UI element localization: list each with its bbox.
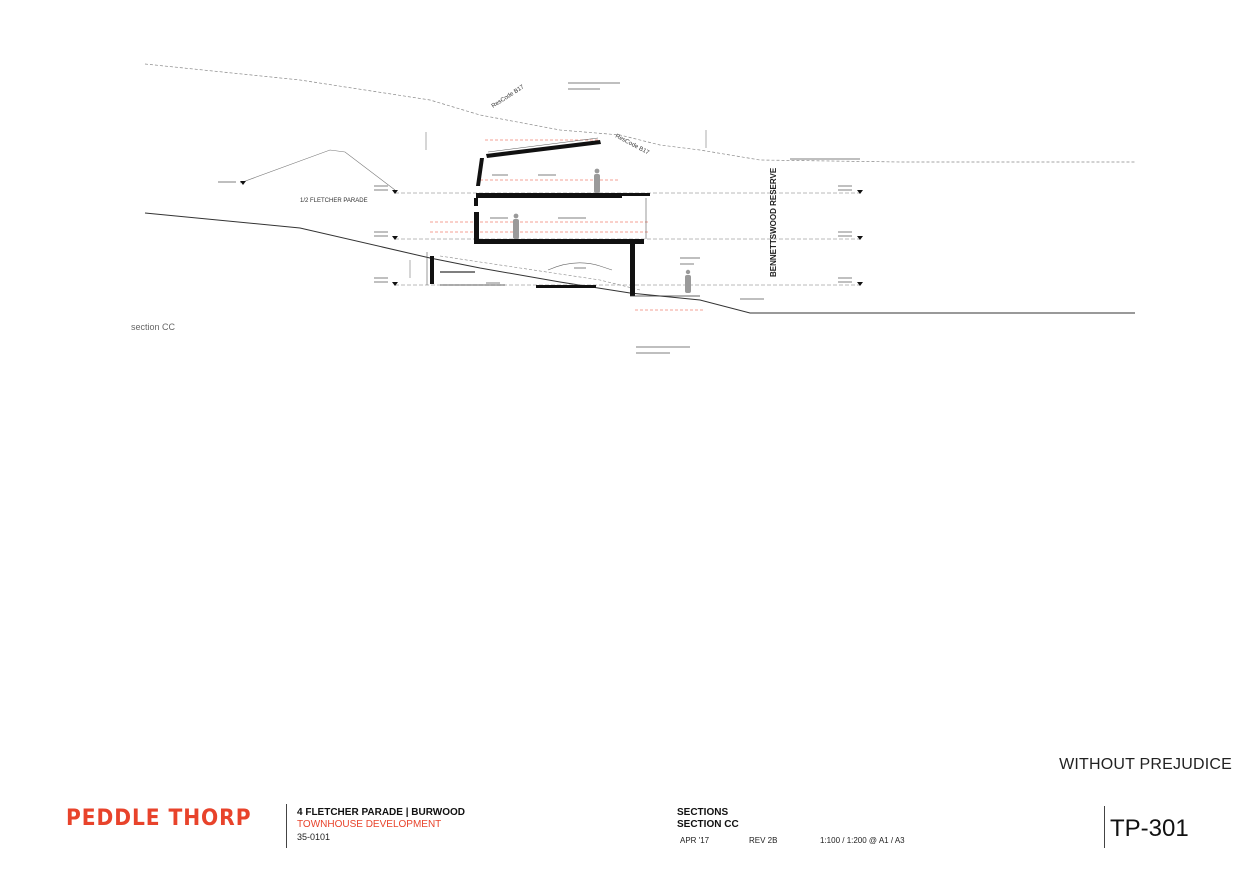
company-logo: PEDDLE THORP (66, 806, 252, 831)
title-divider (286, 804, 287, 848)
vertical-annotations (409, 130, 707, 278)
sheet-number: TP-301 (1110, 815, 1189, 842)
level-1-slab (474, 239, 644, 244)
upper-wall (476, 158, 484, 186)
revision: REV 2B (749, 836, 778, 845)
level-2-slab-end (622, 193, 650, 196)
sheet-title: SECTIONS (677, 807, 729, 818)
without-prejudice-stamp: WITHOUT PREJUDICE (1059, 756, 1232, 773)
roof-slab (486, 140, 601, 158)
street-label: 1/2 FLETCHER PARADE (300, 198, 368, 204)
ground-slab (536, 285, 596, 288)
illegible-annotations (218, 82, 860, 354)
sheet-number-divider (1104, 806, 1105, 848)
rescode-label: ResCode B17 (614, 133, 650, 156)
upper-wall-lower (474, 198, 478, 206)
project-number: 35-0101 (297, 832, 331, 842)
sheet-info: SECTIONS SECTION CC (677, 807, 739, 831)
human-figure (594, 168, 600, 193)
reserve-label: BENNETTSWOOD RESERVE (769, 167, 778, 277)
section-drawing: 1/2 FLETCHER PARADE ResCode B17 ResCode … (144, 63, 1135, 354)
left-mound (239, 149, 396, 191)
level-marker-right (857, 190, 863, 286)
project-info: 4 FLETCHER PARADE | BURWOOD TOWNHOUSE DE… (297, 807, 465, 843)
section-caption: section CC (131, 322, 176, 332)
level-2-slab (476, 193, 622, 198)
drawing-scale: 1:100 / 1:200 @ A1 / A3 (820, 836, 905, 845)
level-1-left-wall (474, 212, 479, 244)
roof-edge (487, 137, 599, 153)
car-outline (547, 262, 613, 271)
ground-line (144, 212, 1135, 314)
ground-right-wall (630, 244, 635, 296)
sheet-subtitle: SECTION CC (677, 819, 739, 830)
rescode-label: ResCode B17 (491, 84, 526, 110)
project-title: 4 FLETCHER PARADE | BURWOOD (297, 807, 465, 818)
level-marker-left (240, 181, 398, 286)
human-figure (513, 213, 519, 239)
issue-date: APR '17 (680, 836, 710, 845)
upper-dashed-profile (144, 63, 1135, 163)
project-subtitle: TOWNHOUSE DEVELOPMENT (297, 819, 442, 830)
front-fence (430, 256, 434, 284)
human-figure (685, 269, 691, 293)
